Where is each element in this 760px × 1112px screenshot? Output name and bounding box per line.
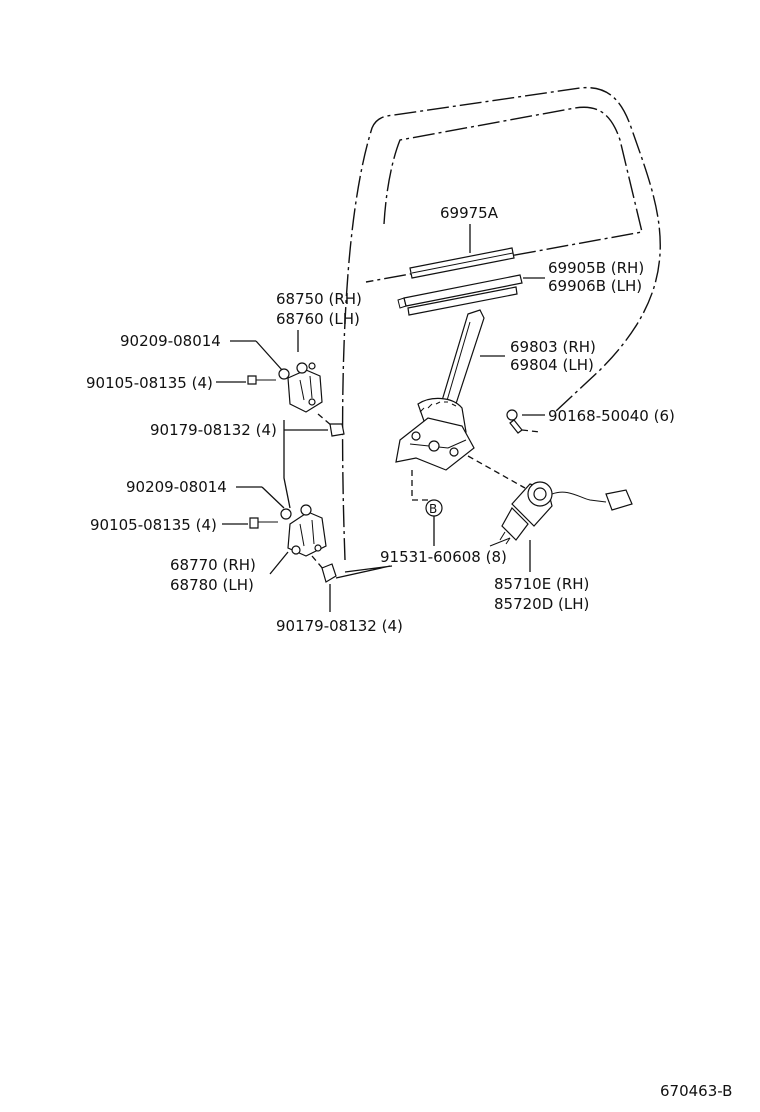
label-85710e: 85710E (RH) <box>494 575 589 593</box>
label-68760: 68760 (LH) <box>276 310 360 328</box>
label-90168: 90168-50040 (6) <box>548 407 675 425</box>
door-frame-outline <box>341 86 661 561</box>
label-90105-lower: 90105-08135 (4) <box>90 516 217 534</box>
label-69905b: 69905B (RH) <box>548 259 644 277</box>
window-motor <box>467 455 633 572</box>
label-69803: 69803 (RH) <box>510 338 596 356</box>
callout-b: B <box>425 499 511 547</box>
screw-90168 <box>506 409 545 434</box>
label-69804: 69804 (LH) <box>510 356 594 374</box>
label-68770: 68770 (RH) <box>170 556 256 574</box>
label-68750: 68750 (RH) <box>276 290 362 308</box>
diagram-id: 670463-B <box>660 1082 732 1100</box>
label-90209-upper: 90209-08014 <box>120 332 221 350</box>
label-69975a: 69975A <box>440 204 499 222</box>
label-91531: 91531-60608 (8) <box>380 548 507 566</box>
window-regulator <box>395 309 505 501</box>
label-69906b: 69906B (LH) <box>548 277 642 295</box>
part-labels: 69975A 69905B (RH) 69906B (LH) 68750 (RH… <box>86 204 732 1100</box>
label-90209-lower: 90209-08014 <box>126 478 227 496</box>
label-85720d: 85720D (LH) <box>494 595 589 613</box>
glass-channel-69975a <box>409 224 515 279</box>
label-68780: 68780 (LH) <box>170 576 254 594</box>
callout-b-label: B <box>429 502 437 516</box>
label-90105-upper: 90105-08135 (4) <box>86 374 213 392</box>
label-90179-upper: 90179-08132 (4) <box>150 421 277 439</box>
upper-hinge-assembly <box>216 330 345 509</box>
glass-channel-69905b <box>397 274 545 316</box>
label-90179-lower: 90179-08132 (4) <box>276 617 403 635</box>
lower-hinge-assembly <box>222 486 393 612</box>
